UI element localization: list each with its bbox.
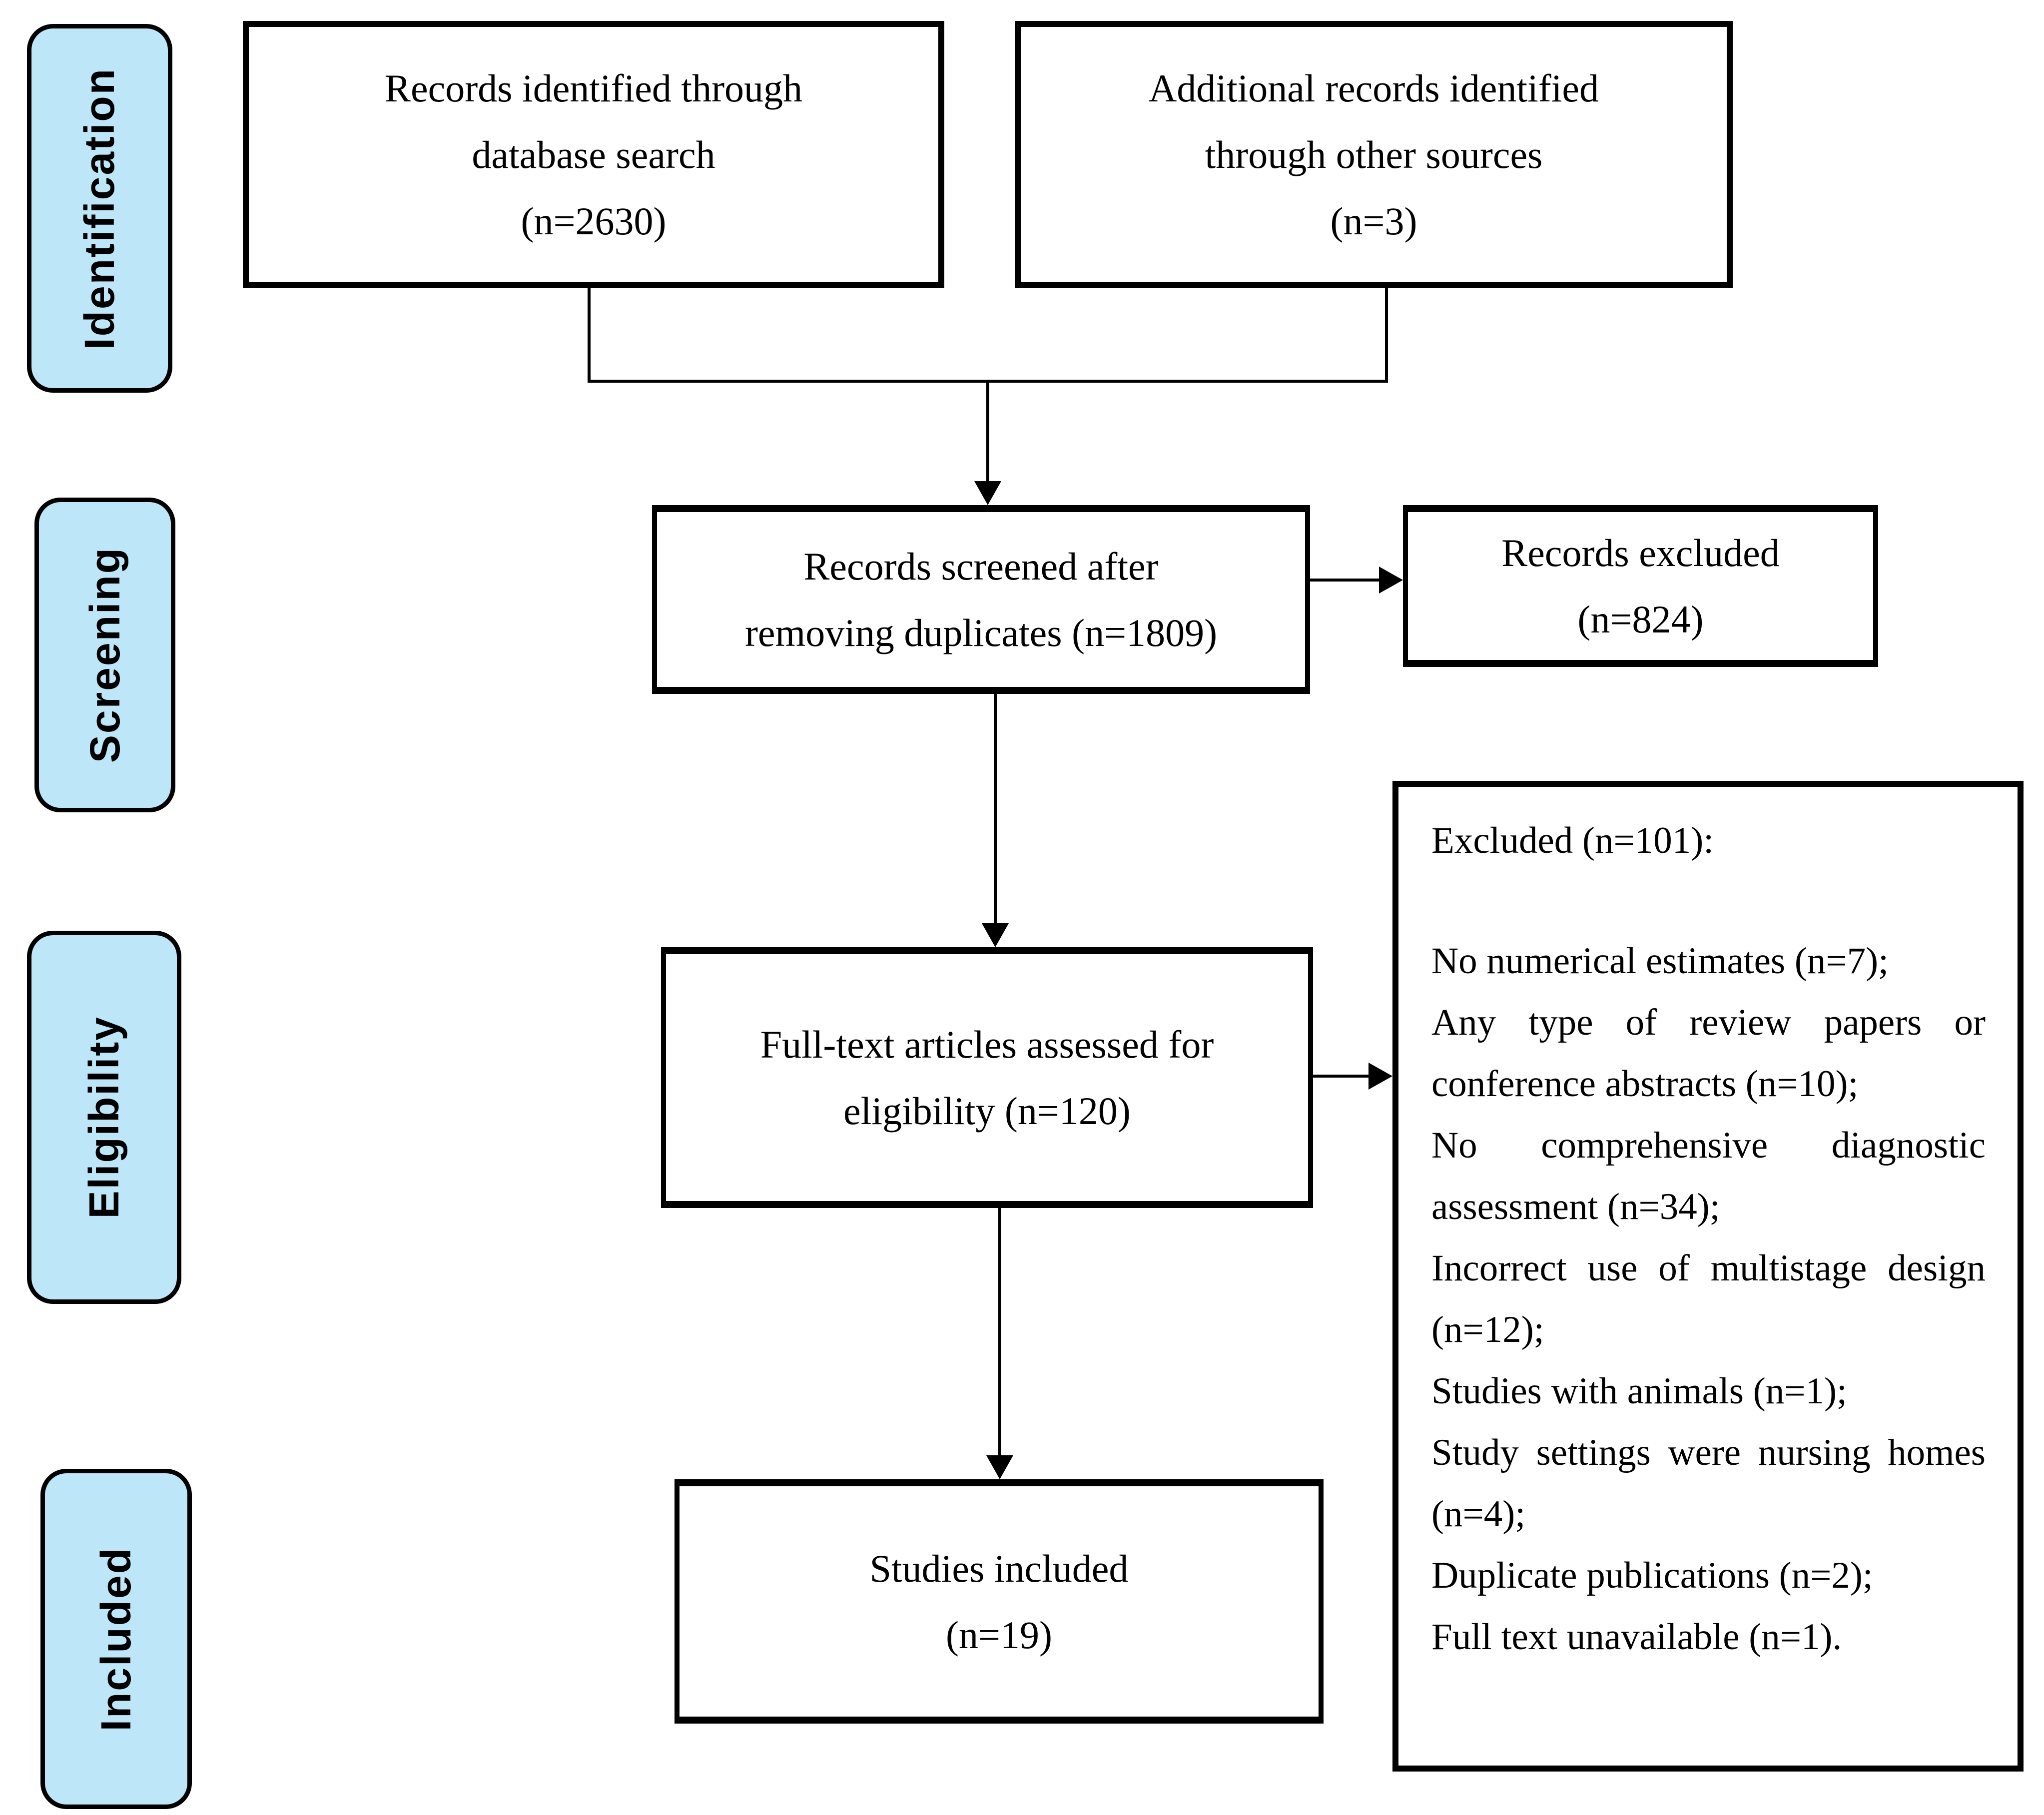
box-studies-included-line1: Studies included — [869, 1546, 1129, 1590]
connector-additional-down — [1385, 288, 1388, 382]
box-records-identified-line2: database search — [472, 132, 715, 176]
exclusion-reason-item: Full text unavailable (n=1). — [1431, 1616, 1842, 1658]
exclusion-reason-item: Duplicate publications (n=2); — [1431, 1555, 1873, 1596]
connector-merge-horizontal — [588, 380, 1388, 383]
arrow-fulltext-to-included-head — [986, 1455, 1013, 1479]
stage-label-identification-text: Identification — [76, 67, 123, 350]
exclusion-reason-item: Studies with animals (n=1); — [1431, 1370, 1847, 1412]
stage-label-eligibility-text: Eligibility — [80, 1016, 127, 1219]
box-fulltext-assessed: Full-text articles assessed for eligibil… — [661, 947, 1313, 1208]
stage-label-eligibility: Eligibility — [27, 931, 181, 1304]
stage-label-included: Included — [40, 1469, 192, 1809]
arrow-merge-to-screened-head — [974, 481, 1001, 505]
connector-identified-down — [588, 288, 591, 382]
box-records-screened-line1: Records screened after — [803, 545, 1159, 588]
box-fulltext-assessed-line1: Full-text articles assessed for — [760, 1023, 1214, 1066]
arrow-screened-to-fulltext-head — [982, 923, 1009, 947]
stage-label-identification: Identification — [27, 24, 172, 393]
box-additional-records-line1: Additional records identified — [1148, 66, 1599, 110]
exclusion-reason-item: No comprehensive diagnostic assessment (… — [1431, 1125, 1986, 1227]
exclusion-reason-item: Study settings were nursing homes (n=4); — [1431, 1432, 1986, 1535]
box-records-identified-line1: Records identified through — [384, 66, 803, 110]
box-records-screened: Records screened after removing duplicat… — [652, 505, 1310, 694]
box-additional-records-line3: (n=3) — [1330, 199, 1417, 243]
box-exclusion-reasons: Excluded (n=101): No numerical estimates… — [1392, 781, 2024, 1772]
box-records-excluded-line1: Records excluded — [1501, 531, 1780, 575]
box-records-excluded-line2: (n=824) — [1577, 598, 1704, 641]
arrow-screened-to-excluded-head — [1379, 567, 1403, 594]
box-additional-records: Additional records identified through ot… — [1015, 21, 1733, 288]
exclusion-reason-item: No numerical estimates (n=7); — [1431, 940, 1889, 982]
arrow-screened-to-excluded-line — [1310, 579, 1381, 582]
box-records-screened-line2: removing duplicates (n=1809) — [744, 611, 1218, 654]
arrow-fulltext-to-included-line — [998, 1208, 1001, 1455]
box-records-excluded: Records excluded (n=824) — [1403, 505, 1878, 667]
exclusion-reason-item: Incorrect use of multistage design (n=12… — [1431, 1247, 1986, 1350]
box-records-identified: Records identified through database sear… — [243, 21, 944, 288]
box-additional-records-line2: through other sources — [1205, 132, 1543, 176]
exclusion-reason-item: Any type of review papers or conference … — [1431, 1002, 1986, 1105]
stage-label-included-text: Included — [92, 1546, 139, 1732]
arrow-fulltext-to-reasons-line — [1313, 1075, 1370, 1078]
box-studies-included-line2: (n=19) — [946, 1613, 1052, 1657]
arrow-screened-to-fulltext-line — [994, 694, 997, 923]
stage-label-screening: Screening — [34, 498, 175, 812]
box-fulltext-assessed-line2: eligibility (n=120) — [843, 1089, 1131, 1133]
box-records-identified-line3: (n=2630) — [521, 199, 667, 243]
arrow-merge-to-screened-line — [986, 382, 989, 482]
exclusion-reasons-header: Excluded (n=101): — [1431, 820, 1714, 861]
stage-label-screening-text: Screening — [81, 547, 128, 763]
box-studies-included: Studies included (n=19) — [675, 1479, 1324, 1724]
arrow-fulltext-to-reasons-head — [1368, 1063, 1392, 1090]
